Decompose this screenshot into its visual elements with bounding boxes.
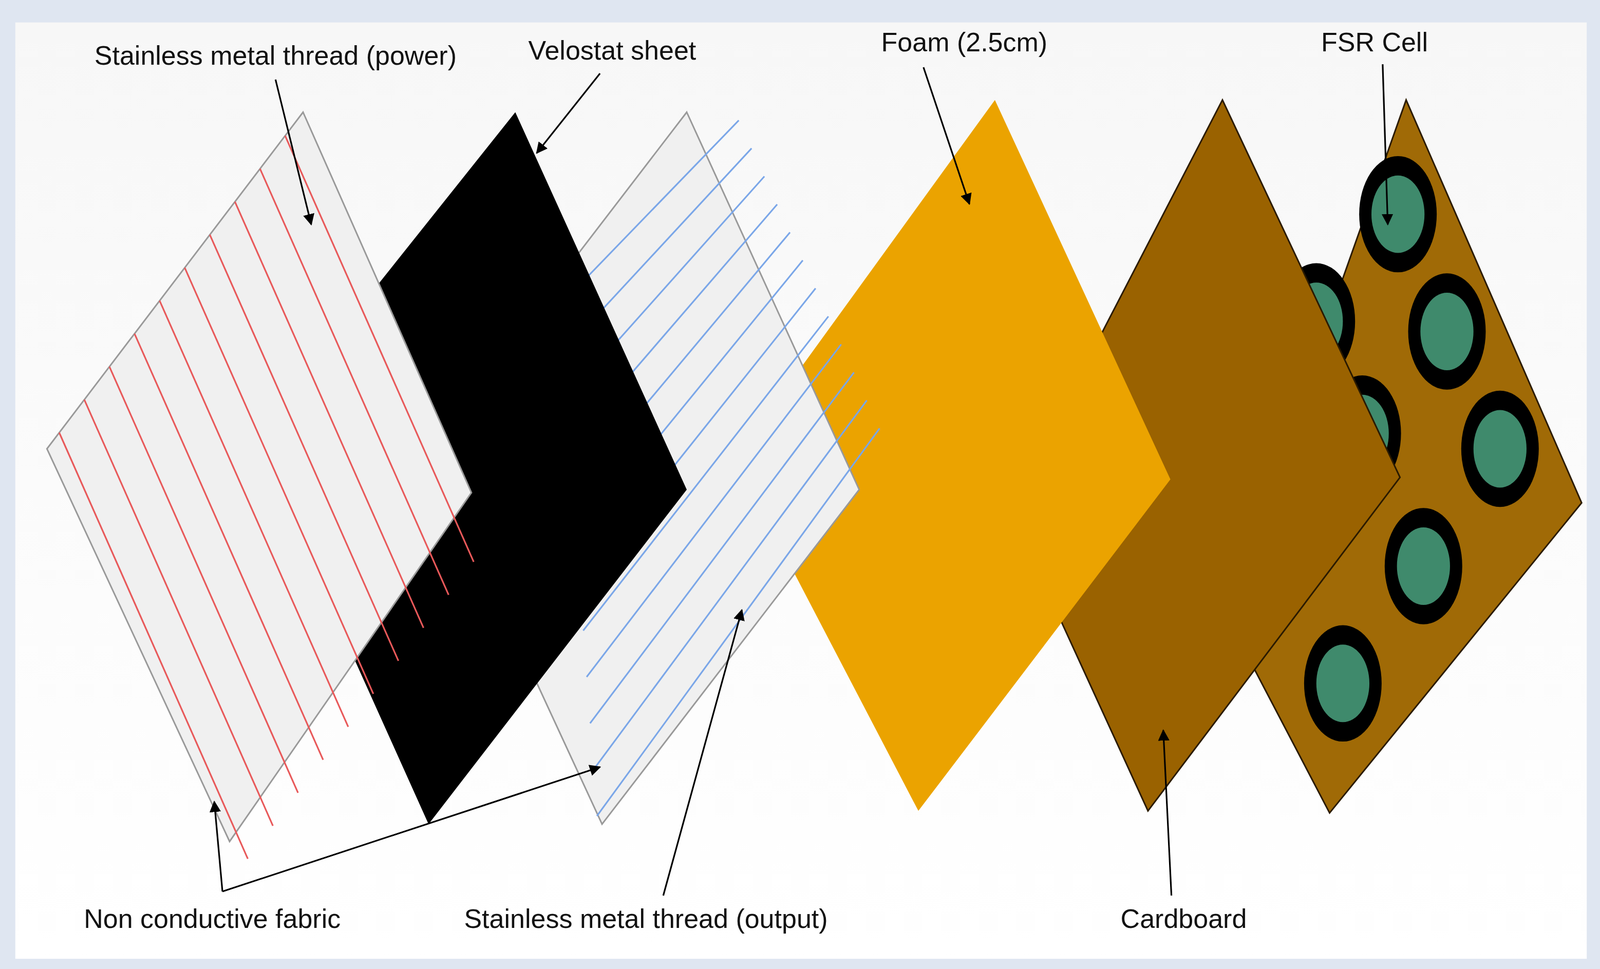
leader-line [536,73,600,154]
leader-line [663,610,742,896]
thread-line [184,267,374,694]
leader-line [275,79,312,225]
leaders [214,64,1388,896]
leader-line [214,801,223,892]
panel [15,22,1587,959]
thread-line [210,234,399,662]
fsr-ring [1461,390,1539,507]
leader-line [923,67,970,204]
fsr-ring [1304,625,1382,742]
fabric-label: Non conductive fabric [83,904,341,935]
thread-label: Stainless metal thread (output) [463,904,828,935]
fsr-ring [1408,273,1486,390]
foam-label: Foam (2.5cm) [881,27,1048,59]
thread-line [84,399,273,826]
fsr-label: FSR Cell [1321,27,1428,59]
fsr-cell [1316,644,1370,723]
fsr-cell [1397,527,1451,606]
fsr-ring [1359,156,1437,273]
thread-line [285,135,474,562]
cardboard-label: Cardboard [1120,904,1248,935]
thread-line [234,201,424,629]
thread-line [59,433,248,860]
fsr-ring [1384,507,1463,625]
fsr-cell [1371,175,1425,254]
fsr-cell [1420,292,1474,371]
velostat-label: Velostat sheet [528,35,697,67]
power-threads [59,135,474,859]
fabric-power [46,111,472,842]
leader-line [1163,730,1172,896]
thread-label: Stainless metal thread (power) [94,40,457,72]
thread-line [259,168,449,596]
leader-line [222,767,600,892]
fsr-cell [1473,409,1527,488]
thread-line [159,300,349,728]
thread-line [134,333,324,761]
leader-line [1382,64,1388,225]
thread-line [109,366,298,794]
